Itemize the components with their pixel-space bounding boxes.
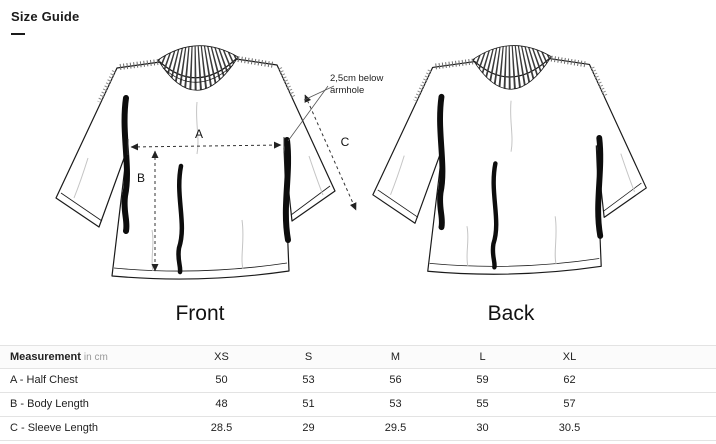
cell-value: 28.5 [210,422,233,434]
cell-value: 53 [302,374,315,386]
measure-c-label: C [341,135,350,149]
armhole-leader-line [303,85,335,101]
back-shirt-illustration [373,46,646,275]
back-view-label: Back [488,302,535,325]
armhole-note-line2: armhole [330,85,364,96]
row-label: A - Half Chest [10,374,78,386]
row-label: B - Body Length [10,398,89,410]
size-header-m: M [390,351,401,363]
page-title: Size Guide [11,9,80,24]
cell-value: 62 [563,374,576,386]
cell-value: 29.5 [384,422,407,434]
cell-value: 30 [476,422,489,434]
cell-value: 55 [476,398,489,410]
row-label: C - Sleeve Length [10,422,99,434]
front-shirt-illustration [56,46,335,279]
cell-value: 53 [389,398,402,410]
cell-value: 29 [302,422,315,434]
measurement-annotations: A B C 2,5cm below armhole [127,73,383,272]
size-header-xs: XS [214,351,229,363]
size-header-s: S [304,351,313,363]
table-row-body-length: B - Body Length 48 51 53 55 57 [0,393,716,417]
cell-value: 50 [215,374,228,386]
measure-b-label: B [137,171,145,185]
size-header-xl: XL [562,351,577,363]
cell-value: 57 [563,398,576,410]
table-row-half-chest: A - Half Chest 50 53 56 59 62 [0,369,716,393]
title-underline [11,33,25,35]
measure-a-label: A [195,127,203,141]
measure-a-line [130,141,282,151]
armhole-note-line1: 2,5cm below [330,73,383,84]
size-guide-diagram: A B C 2,5cm below armhole Front Back [0,38,716,325]
cell-value: 59 [476,374,489,386]
armhole-leader-line [287,85,329,142]
front-view-label: Front [175,302,224,325]
page-header: Size Guide [11,9,79,35]
cell-value: 51 [302,398,315,410]
cell-value: 30.5 [558,422,581,434]
measure-c-line [304,94,357,211]
unit-label: in cm [83,352,108,363]
size-header-l: L [479,351,486,363]
cell-value: 48 [215,398,228,410]
table-row-sleeve-length: C - Sleeve Length 28.5 29 29.5 30 30.5 [0,417,716,441]
cell-value: 56 [389,374,402,386]
measurement-header-label: Measurement [10,351,81,363]
